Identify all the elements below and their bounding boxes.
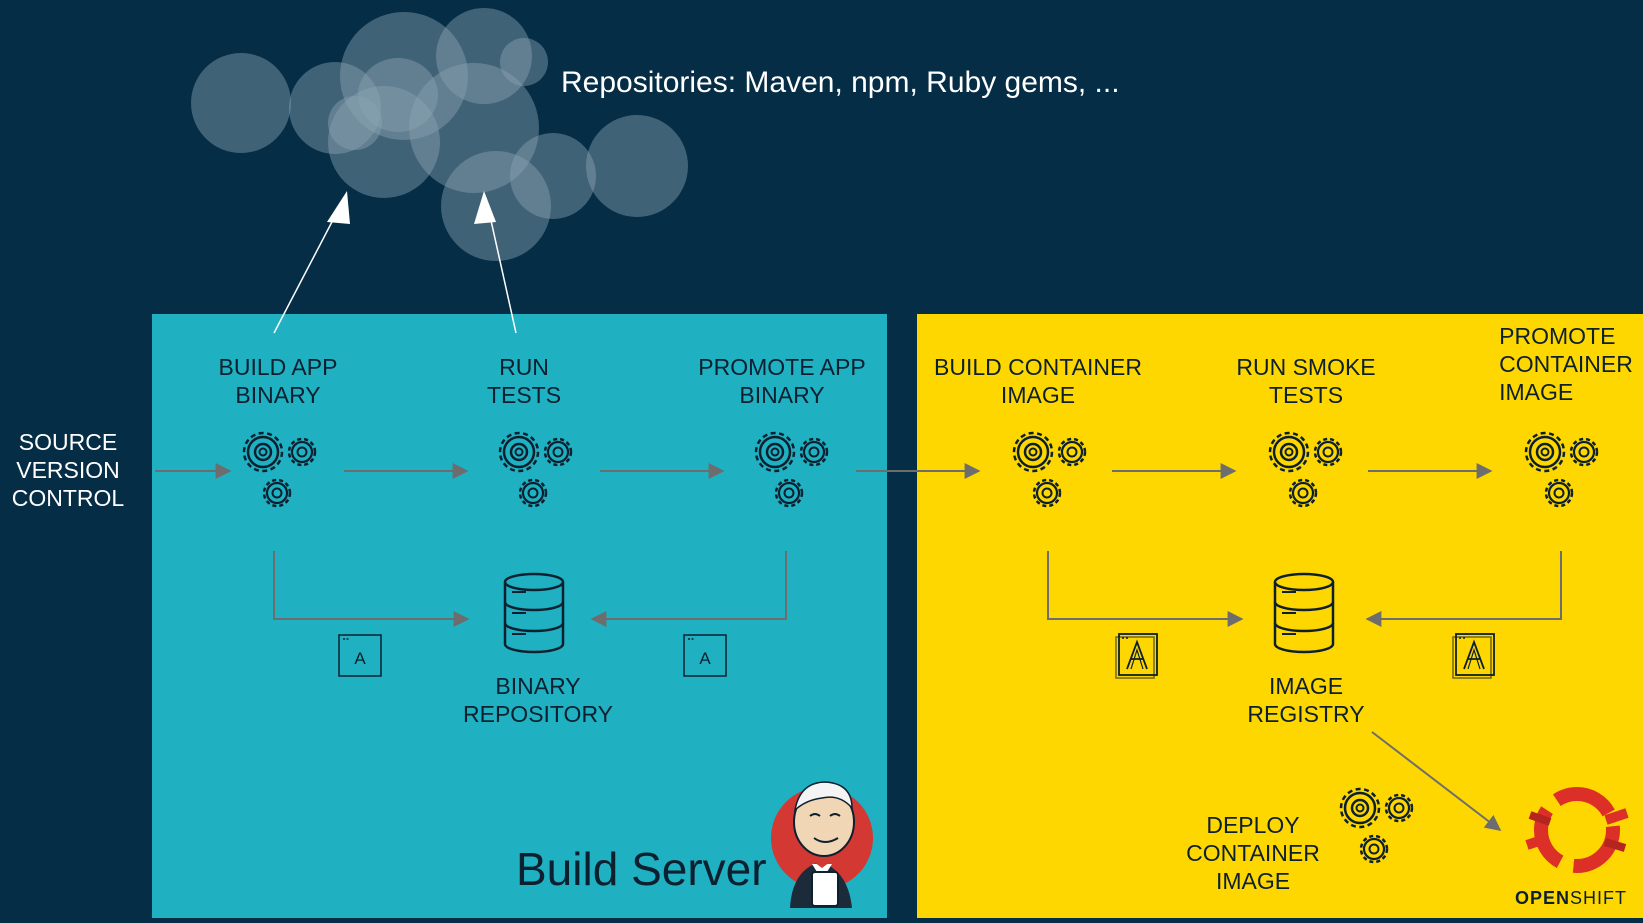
- source-version-control-label: SOURCE VERSION CONTROL: [12, 428, 124, 512]
- arrow-registry-to-openshift: [1371, 731, 1502, 831]
- openshift-logo-icon: [1525, 787, 1629, 873]
- build-server-title: Build Server: [516, 843, 767, 895]
- label-line: BINARY: [235, 382, 321, 408]
- openshift-logo-bold: OPEN: [1515, 888, 1571, 908]
- label-line: REPOSITORY: [463, 701, 613, 727]
- label-line: PROMOTE APP: [698, 354, 866, 380]
- repositories-label: Repositories: Maven, npm, Ruby gems, ...: [561, 66, 1120, 99]
- label-line: RUN SMOKE: [1236, 354, 1376, 380]
- arrow-promote-to-registry: [1365, 551, 1562, 627]
- label-line: IMAGE: [1268, 673, 1344, 699]
- label-line: PROMOTE: [1499, 323, 1616, 349]
- openshift-logo-light: SHIFT: [1570, 888, 1628, 908]
- image-registry-label: IMAGE REGISTRY: [1247, 672, 1364, 728]
- label-line: CONTAINER: [1499, 351, 1633, 377]
- artifact-icon: A: [338, 634, 382, 677]
- arrow-promote-to-binary-repo: [590, 551, 787, 627]
- stage-run-tests: RUN TESTS: [487, 353, 561, 409]
- label-line: IMAGE: [1215, 868, 1291, 894]
- label-line: BINARY: [739, 382, 825, 408]
- deploy-container-image-label: DEPLOY CONTAINER IMAGE: [1186, 811, 1320, 895]
- openshift-panel: [917, 314, 1643, 918]
- cloud-icon: [191, 8, 688, 261]
- label-line: IMAGE: [1000, 382, 1076, 408]
- stage-run-smoke-tests: RUN SMOKE TESTS: [1236, 353, 1375, 409]
- artifact-letter: A: [354, 649, 366, 668]
- label-line: TESTS: [486, 382, 562, 408]
- artifact-icon: A: [683, 634, 727, 677]
- label-line: VERSION: [16, 457, 120, 483]
- label-line: DEPLOY: [1206, 812, 1300, 838]
- label-line: REGISTRY: [1247, 701, 1365, 727]
- label-line: BUILD CONTAINER: [934, 354, 1142, 380]
- label-line: BUILD APP: [218, 354, 338, 380]
- label-line: SOURCE: [18, 429, 118, 455]
- arrow-build-to-binary-repo: [273, 551, 470, 627]
- arrow-head-cloud-tests: [474, 191, 496, 224]
- stage-promote-container-image: PROMOTE CONTAINER IMAGE: [1499, 322, 1633, 406]
- openshift-logo-text: OPENSHIFT: [1515, 888, 1627, 909]
- jenkins-mascot-icon: [771, 781, 873, 908]
- label-line: RUN: [499, 354, 549, 380]
- label-line: TESTS: [1268, 382, 1344, 408]
- stage-promote-app-binary: PROMOTE APP BINARY: [698, 353, 865, 409]
- label-line: BINARY: [495, 673, 581, 699]
- arrow-container-to-registry: [1047, 551, 1244, 627]
- artifact-letter: A: [699, 649, 711, 668]
- label-line: IMAGE: [1499, 379, 1574, 405]
- label-line: CONTAINER: [1186, 840, 1320, 866]
- binary-repository-label: BINARY REPOSITORY: [463, 672, 613, 728]
- stage-build-app-binary: BUILD APP BINARY: [219, 353, 338, 409]
- arrow-head-cloud-build: [327, 191, 350, 224]
- stage-build-container-image: BUILD CONTAINER IMAGE: [934, 353, 1142, 409]
- label-line: CONTROL: [11, 485, 125, 511]
